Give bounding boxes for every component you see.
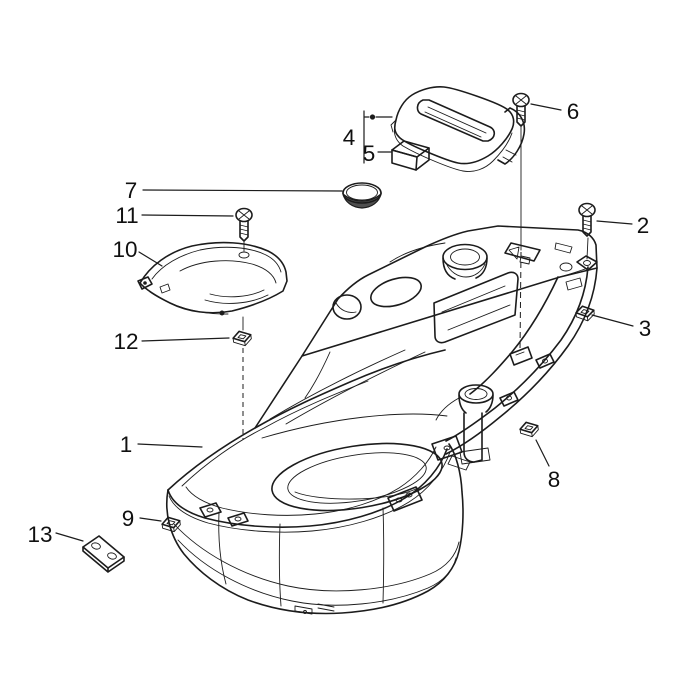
callout-11: 11 — [115, 203, 234, 228]
callout-1-label: 1 — [120, 432, 133, 457]
callout-12: 12 — [113, 329, 230, 354]
callout-6-label: 6 — [567, 99, 580, 124]
leader-2 — [596, 220, 633, 225]
deck-round-cup — [332, 294, 362, 320]
rim-tab-left-1 — [199, 502, 222, 518]
screw-6 — [512, 92, 530, 127]
lock-cup — [435, 384, 494, 465]
leader-13 — [55, 532, 84, 542]
leader-7 — [142, 189, 343, 192]
callout-2-label: 2 — [637, 213, 650, 238]
side-rail — [445, 266, 598, 455]
callout-4-label: 4 — [343, 125, 356, 150]
clip-nut-12 — [231, 329, 253, 348]
callout-2: 2 — [596, 213, 650, 238]
callout-5-label: 5 — [363, 141, 376, 166]
callout-5: 5 — [363, 141, 392, 166]
bracket-4 — [363, 110, 393, 164]
callout-11-label: 11 — [115, 203, 138, 228]
clip-nut-8 — [518, 420, 540, 439]
filler-collar — [442, 243, 488, 280]
leader-10 — [138, 251, 163, 267]
interior-back-wall — [254, 276, 559, 439]
screw2-axis — [586, 237, 589, 260]
screw-11 — [235, 207, 253, 242]
callout-7-label: 7 — [125, 178, 138, 203]
cover-panel — [137, 241, 288, 316]
callout-3-label: 3 — [639, 316, 652, 341]
callout-8: 8 — [535, 439, 561, 492]
leader-8 — [535, 439, 550, 467]
callout-8-label: 8 — [548, 467, 561, 492]
seat-lock-bracket — [509, 346, 533, 366]
latch-pad — [390, 86, 526, 172]
callout-13-label: 13 — [27, 522, 52, 547]
leader-6 — [530, 103, 562, 111]
round-cap — [341, 182, 383, 209]
buffer-block — [391, 140, 430, 171]
callout-9-label: 9 — [122, 506, 135, 531]
callout-1: 1 — [120, 432, 203, 457]
callout-3: 3 — [591, 314, 652, 341]
anchor-plate — [82, 535, 125, 573]
helmet-recess — [271, 442, 443, 512]
screw2-mount-pad — [554, 242, 598, 272]
leader-3 — [591, 314, 634, 327]
callout-4: 4 — [343, 110, 393, 164]
callout-13: 13 — [27, 522, 84, 547]
deck-oval-opening — [370, 276, 422, 308]
callout-6: 6 — [530, 99, 580, 124]
callout-12-label: 12 — [113, 329, 138, 354]
rim-tab-left-2 — [227, 512, 249, 527]
leader-12 — [141, 337, 230, 342]
cover-bottom-rivet — [219, 310, 225, 316]
clip-nut-9 — [160, 515, 182, 534]
screw6-axis-dashed — [519, 251, 522, 351]
callout-9: 9 — [122, 506, 162, 531]
leader-1 — [137, 443, 203, 448]
deck-pocket — [433, 271, 519, 344]
cover-left-hook — [137, 276, 153, 290]
reference-dot — [369, 114, 376, 120]
leader-9 — [139, 517, 162, 522]
upper-frame-deck — [301, 225, 598, 357]
bucket-tub — [165, 443, 464, 615]
latch-opening — [504, 242, 541, 265]
callout-10: 10 — [112, 237, 163, 267]
callout-7: 7 — [125, 178, 343, 203]
callout-10-label: 10 — [112, 237, 137, 262]
leader-11 — [141, 214, 234, 217]
cover-screw-boss — [238, 251, 250, 259]
bucket-rim — [167, 349, 471, 533]
